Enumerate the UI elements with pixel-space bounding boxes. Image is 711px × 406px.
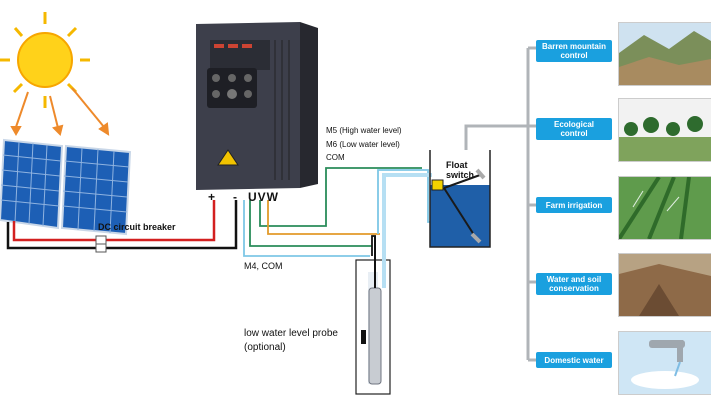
photo-farm-irrigation [618, 176, 711, 240]
solar-panel [0, 138, 132, 236]
app-barren-mountain: Barren mountain control [536, 40, 612, 62]
app-domestic-water: Domestic water [536, 352, 612, 368]
m6-label: M6 (Low water level) [326, 140, 400, 149]
inverter [196, 22, 318, 190]
sunlight-arrows [10, 87, 110, 137]
probe-icon [361, 330, 366, 344]
app-farm-irrigation: Farm irrigation [536, 197, 612, 213]
app-ecological: Ecological control [536, 118, 612, 140]
terminal-uvw: UVW [248, 190, 279, 204]
submersible-pump [368, 236, 382, 385]
terminal-minus: - [233, 190, 237, 204]
water-pipe [382, 173, 432, 288]
probe-label: low water level probe (optional) [244, 328, 338, 353]
dc-wires [6, 200, 238, 250]
photo-domestic-water [618, 331, 711, 395]
com-label: COM [326, 153, 345, 162]
m4com-label: M4, COM [244, 261, 283, 271]
terminal-plus: + [208, 190, 216, 204]
float-switch-label: Float switch [446, 160, 475, 180]
breaker-label: DC circuit breaker [98, 222, 176, 232]
water-tank [429, 150, 491, 248]
dc-breaker-icon [95, 235, 107, 253]
photo-water-soil [618, 253, 711, 317]
photo-barren-mountain [618, 22, 711, 86]
distribution-pipe [464, 46, 536, 362]
app-water-soil: Water and soil conservation [536, 273, 612, 295]
m5-label: M5 (High water level) [326, 126, 402, 135]
photo-ecological [618, 98, 711, 162]
